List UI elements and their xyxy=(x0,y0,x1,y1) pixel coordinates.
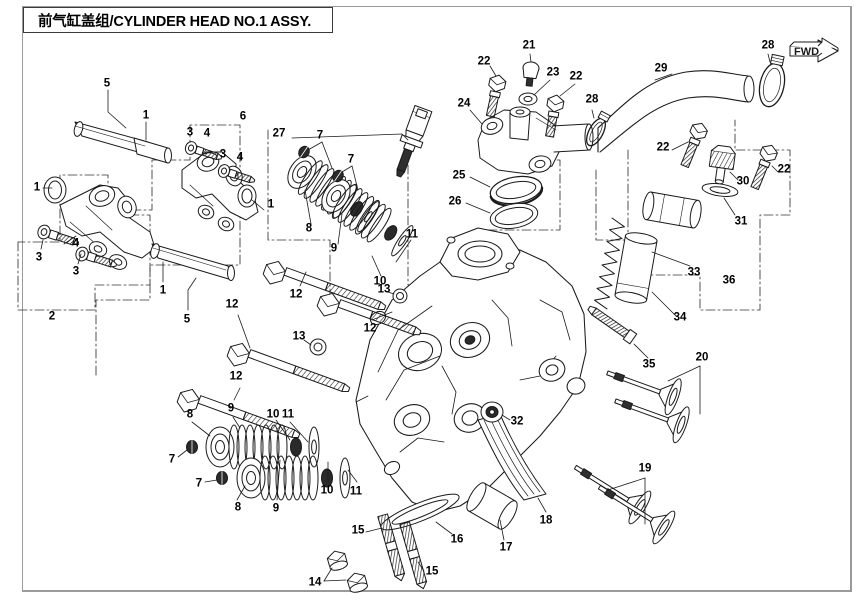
callout-3-lock-nut: 3 xyxy=(186,126,194,139)
callout-18-cam-chain-guide: 18 xyxy=(539,514,553,527)
callout-1-rocker-arm-shaft-collar: 1 xyxy=(142,109,150,122)
callout-36-cam-chain-tensioner-assembly: 36 xyxy=(722,274,736,287)
callout-28-hose-clamp: 28 xyxy=(585,93,599,106)
callout-1-rocker-arm-shaft-collar: 1 xyxy=(267,198,275,211)
callout-6-rocker-arm-sub-assembly: 6 xyxy=(239,110,247,123)
callout-1-rocker-arm-shaft-collar: 1 xyxy=(159,284,167,297)
callout-9-valve-spring: 9 xyxy=(272,502,280,515)
callout-29-coolant-hose: 29 xyxy=(654,62,668,75)
callout-12-cylinder-head-bolt: 12 xyxy=(225,298,239,311)
callout-8-valve-spring-retainer: 8 xyxy=(305,222,313,235)
fwd-direction-marker: FWD xyxy=(788,36,840,68)
callout-11-valve-spring-seat: 11 xyxy=(349,485,363,498)
callout-10-valve-stem-seal: 10 xyxy=(320,484,334,497)
callout-32-decompression-shaft: 32 xyxy=(510,415,524,428)
callout-8-valve-spring-retainer: 8 xyxy=(186,408,194,421)
callout-4-valve-adjusting-screw: 4 xyxy=(203,127,211,140)
callout-9-valve-spring: 9 xyxy=(330,242,338,255)
callout-7-valve-cotter: 7 xyxy=(195,477,203,490)
callout-21-thermostat-bleed-bolt: 21 xyxy=(522,39,536,52)
callout-4-valve-adjusting-screw: 4 xyxy=(236,151,244,164)
callout-5-rocker-arm-shaft: 5 xyxy=(183,313,191,326)
callout-3-lock-nut: 3 xyxy=(72,265,80,278)
callout-13-washer: 13 xyxy=(377,283,391,296)
callout-8-valve-spring-retainer: 8 xyxy=(234,501,242,514)
callout-9-valve-spring: 9 xyxy=(227,402,235,415)
title-box: 前气缸盖组/CYLINDER HEAD NO.1 ASSY. xyxy=(23,7,333,33)
callout-3-lock-nut: 3 xyxy=(219,148,227,161)
callout-24-water-outlet-union: 24 xyxy=(457,97,471,110)
callout-10-valve-stem-seal: 10 xyxy=(266,408,280,421)
page-title: 前气缸盖组/CYLINDER HEAD NO.1 ASSY. xyxy=(38,13,312,30)
callout-7-valve-cotter: 7 xyxy=(316,129,324,142)
callout-26-o-ring-small: 26 xyxy=(448,195,462,208)
callout-34-tensioner-plunger: 34 xyxy=(673,311,687,324)
callout-10-valve-stem-seal: 10 xyxy=(373,275,387,288)
callout-27-coolant-temperature-sensor: 27 xyxy=(272,127,286,140)
callout-4-valve-adjusting-screw: 4 xyxy=(72,237,80,250)
sheet-border xyxy=(22,6,852,592)
callout-13-washer: 13 xyxy=(292,330,306,343)
callout-22-flange-bolt: 22 xyxy=(656,141,670,154)
callout-33-tensioner-spring: 33 xyxy=(687,266,701,279)
callout-12-cylinder-head-bolt: 12 xyxy=(289,288,303,301)
callout-28-hose-clamp: 28 xyxy=(761,39,775,52)
fwd-label: FWD xyxy=(794,46,819,58)
callout-16-exhaust-gasket: 16 xyxy=(450,533,464,546)
callout-12-cylinder-head-bolt: 12 xyxy=(229,370,243,383)
callout-15-stud-bolt: 15 xyxy=(425,565,439,578)
callout-31-tensioner-gasket: 31 xyxy=(734,215,748,228)
callout-11-valve-spring-seat: 11 xyxy=(281,408,295,421)
callout-25-o-ring-large: 25 xyxy=(452,169,466,182)
callout-20-exhaust-valve: 20 xyxy=(695,351,709,364)
callout-19-intake-valve: 19 xyxy=(638,462,652,475)
callout-14-flange-nut: 14 xyxy=(308,576,322,589)
callout-3-lock-nut: 3 xyxy=(35,251,43,264)
callout-1-rocker-arm-shaft-collar: 1 xyxy=(33,181,41,194)
callout-17-exhaust-pipe-joint: 17 xyxy=(499,541,513,554)
callout-12-cylinder-head-bolt: 12 xyxy=(363,322,377,335)
callout-5-rocker-arm-shaft: 5 xyxy=(103,77,111,90)
callout-15-stud-bolt: 15 xyxy=(351,524,365,537)
callout-7-valve-cotter: 7 xyxy=(168,453,176,466)
callout-7-valve-cotter: 7 xyxy=(347,153,355,166)
callout-30-tensioner-cap-bolt: 30 xyxy=(736,175,750,188)
callout-22-flange-bolt: 22 xyxy=(777,163,791,176)
callout-11-valve-spring-seat: 11 xyxy=(405,228,419,241)
callout-2-rocker-arm-assembly-group: 2 xyxy=(48,310,56,323)
callout-22-flange-bolt: 22 xyxy=(477,55,491,68)
callout-23-sealing-washer: 23 xyxy=(546,66,560,79)
callout-22-flange-bolt: 22 xyxy=(569,70,583,83)
callout-35-tensioner-screw: 35 xyxy=(642,358,656,371)
